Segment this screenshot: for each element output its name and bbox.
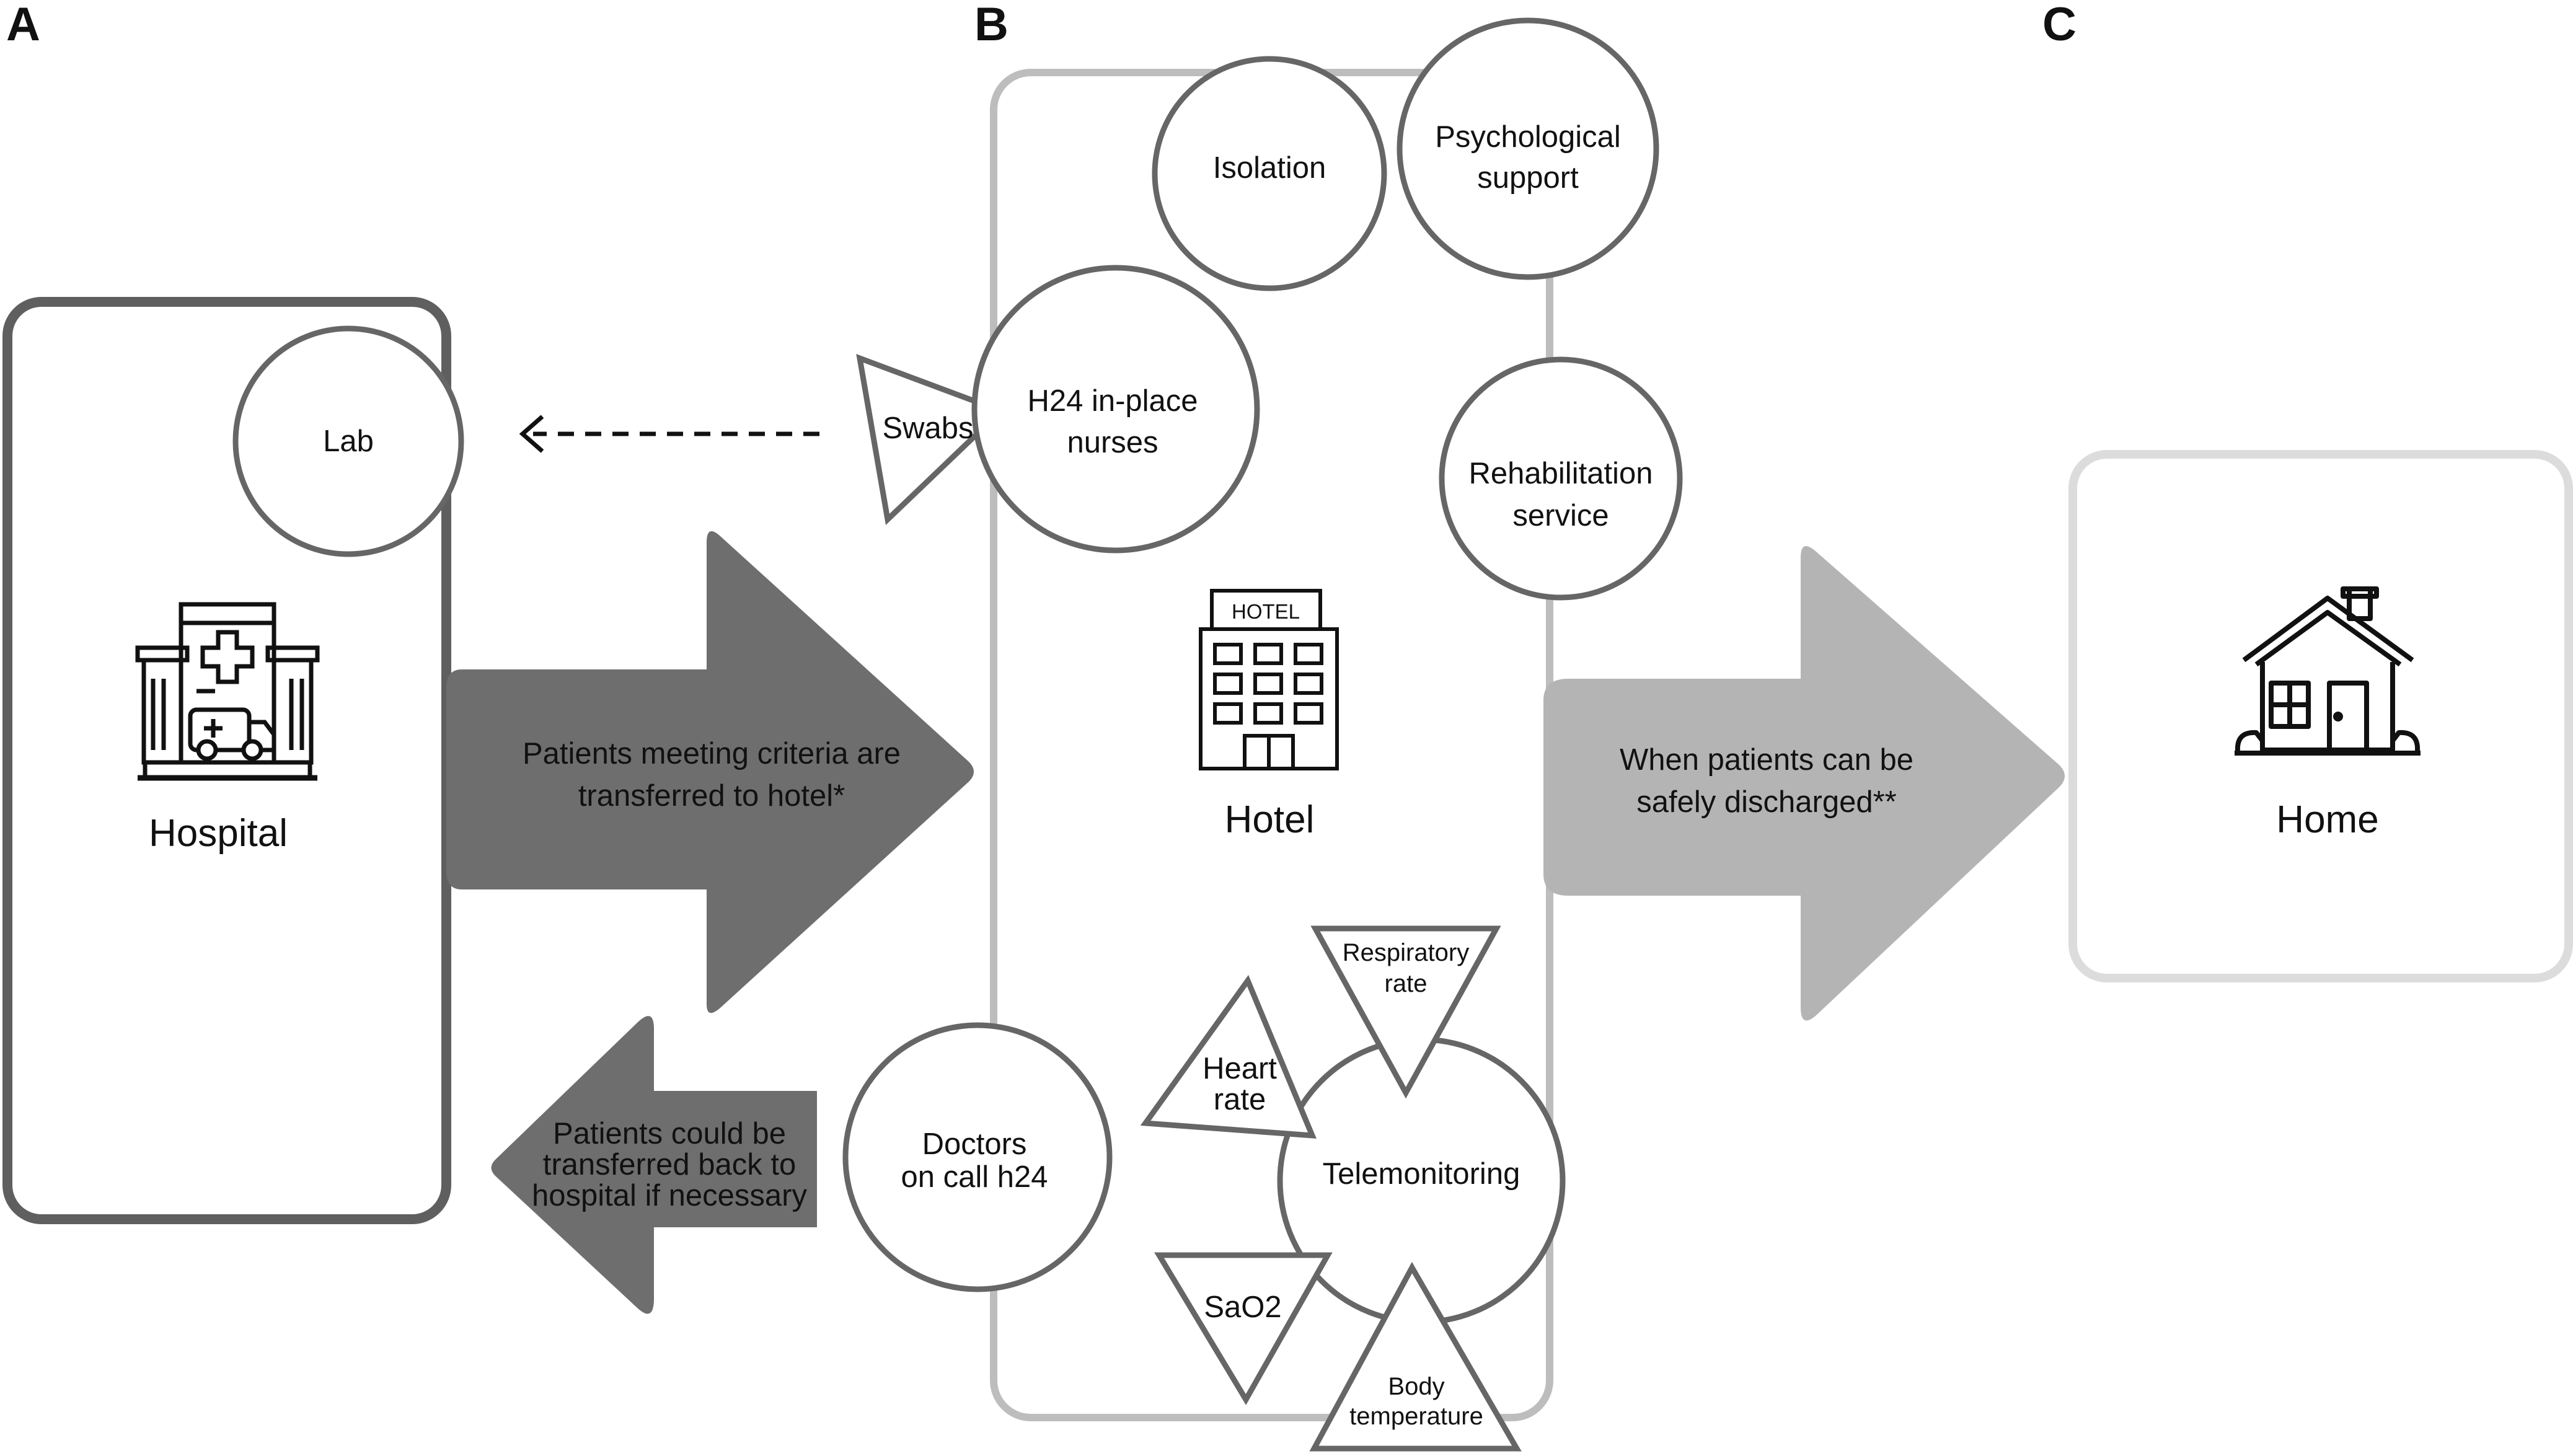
hospital-icon — [135, 602, 320, 781]
hotel-icon — [1199, 589, 1339, 770]
heart-rate-label-2: rate — [1214, 1083, 1266, 1116]
nurses-label-2: nurses — [1067, 426, 1158, 459]
respiratory-rate-label-1: Respiratory — [1343, 939, 1470, 966]
swabs-label: Swabs — [882, 412, 973, 445]
panel-label-a: A — [6, 0, 40, 51]
home-label: Home — [2276, 798, 2378, 841]
telemonitoring-label: Telemonitoring — [1323, 1157, 1520, 1191]
arrow-to-hotel-label-1: Patients meeting criteria are — [523, 737, 901, 770]
respiratory-rate-node — [1310, 925, 1501, 1099]
doctors-node — [842, 1022, 1113, 1292]
body-temperature-label-2: temperature — [1349, 1403, 1483, 1430]
isolation-node — [1152, 56, 1387, 291]
body-temperature-label-1: Body — [1388, 1373, 1444, 1400]
arrow-discharge-label-1: When patients can be — [1620, 743, 1913, 777]
isolation-label: Isolation — [1213, 151, 1326, 185]
nurses-label-1: H24 in-place — [1027, 384, 1198, 418]
sao2-label: SaO2 — [1204, 1291, 1281, 1324]
rehabilitation-label-2: service — [1512, 499, 1609, 532]
rehabilitation-label-1: Rehabilitation — [1469, 457, 1653, 490]
arrow-to-hotel — [446, 531, 974, 1013]
panel-label-c: C — [2042, 0, 2076, 51]
lab-label: Lab — [323, 425, 374, 458]
psychological-support-node — [1397, 17, 1659, 280]
psychological-support-label-1: Psychological — [1435, 120, 1621, 154]
sao2-node — [1154, 1252, 1333, 1405]
arrow-back-label-3: hospital if necessary — [532, 1179, 807, 1212]
nurses-node — [971, 265, 1260, 554]
dashed-arrowhead — [519, 415, 544, 453]
arrow-back-body — [623, 1091, 817, 1227]
hospital-label: Hospital — [149, 812, 288, 855]
arrow-back-to-hospital — [491, 1016, 817, 1314]
hotel-label: Hotel — [1225, 798, 1315, 841]
doctors-label-2: on call h24 — [901, 1160, 1048, 1194]
psychological-support-label-2: support — [1477, 161, 1579, 195]
arrow-back-label-1: Patients could be — [553, 1117, 786, 1150]
heart-rate-node — [1140, 974, 1317, 1139]
arrow-to-hotel-label-2: transferred to hotel* — [578, 779, 845, 813]
house-icon — [2235, 586, 2421, 756]
panel-label-b: B — [974, 0, 1008, 51]
doctors-label-1: Doctors — [922, 1127, 1027, 1161]
lab-node — [232, 325, 464, 557]
hotel-sign: HOTEL — [1232, 600, 1300, 623]
arrow-discharge-label-2: safely discharged** — [1636, 785, 1896, 819]
respiratory-rate-label-2: rate — [1385, 970, 1428, 997]
body-temperature-node — [1309, 1261, 1522, 1452]
arrow-back-label-2: transferred back to — [543, 1148, 797, 1181]
rehabilitation-node — [1439, 356, 1683, 601]
arrow-discharge — [1543, 546, 2065, 1021]
home-box — [2068, 450, 2573, 982]
swabs-node — [856, 354, 1007, 526]
heart-rate-label-1: Heart — [1203, 1052, 1277, 1085]
